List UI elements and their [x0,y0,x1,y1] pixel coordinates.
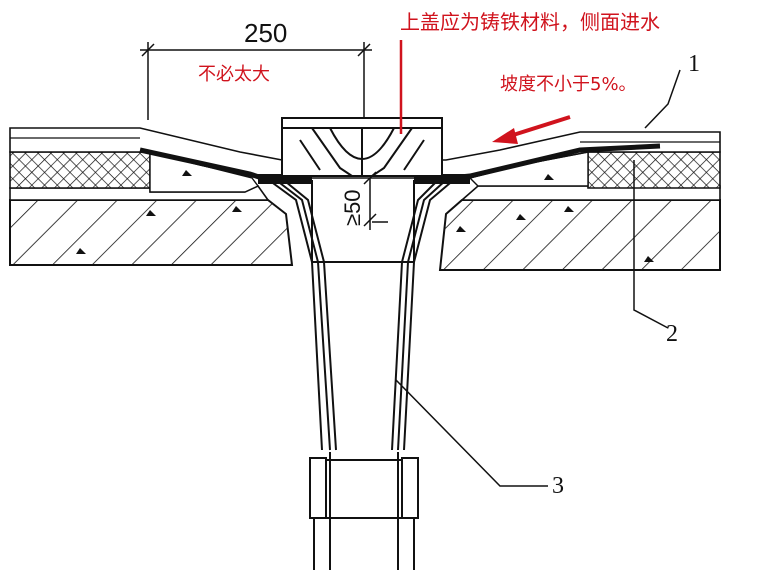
note-slope: 坡度不小于5%。 [500,74,637,95]
dimension-250-line [140,42,372,120]
structural-slab-left [9,199,294,266]
callout-2: 2 [666,321,678,347]
dimension-width-label: 250 [244,18,288,48]
aggregate-marks [76,170,654,262]
cast-iron-cover [281,117,443,177]
downpipe-socket [309,452,419,570]
dimension-min-depth-label: ≥50 [340,189,365,226]
callout-3-leader [395,379,548,487]
note-not-too-large: 不必太大 [198,64,270,85]
slope-arrow [492,115,571,144]
insulation-layer-left [9,151,151,189]
dimension-depth-marker [363,171,388,230]
callout-3: 3 [552,473,564,499]
callout-2-leader [633,160,669,329]
note-cover-material: 上盖应为铸铁材料，侧面进水 [400,10,660,34]
structural-slab-right [438,199,721,271]
callout-1-leader [644,69,681,129]
callout-1: 1 [688,51,700,77]
drain-pipe-body [265,177,457,451]
insulation-layer-right [587,151,721,189]
